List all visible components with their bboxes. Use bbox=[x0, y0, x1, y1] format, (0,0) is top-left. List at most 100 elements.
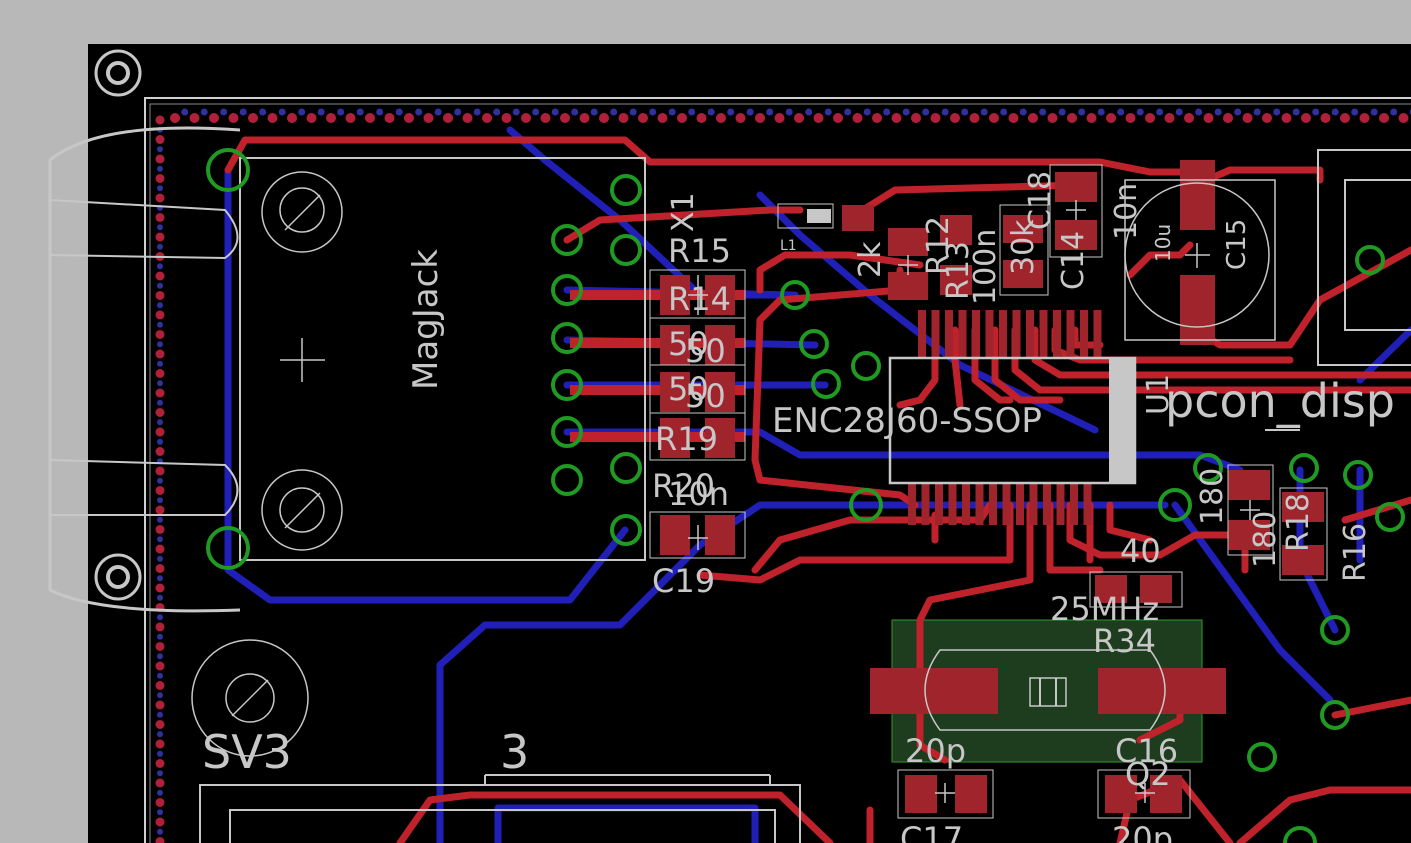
stitch-via bbox=[157, 594, 163, 601]
stitch-via bbox=[454, 108, 462, 116]
stitch-via bbox=[941, 108, 949, 116]
stitch-via bbox=[157, 711, 163, 718]
stitch-via bbox=[696, 113, 707, 123]
stitch-via bbox=[1086, 113, 1097, 123]
stitch-via bbox=[157, 750, 163, 757]
stitch-via bbox=[248, 113, 258, 123]
stitch-via bbox=[774, 113, 785, 123]
stitch-via bbox=[1253, 108, 1261, 116]
stitch-via bbox=[657, 113, 668, 123]
stitch-via bbox=[155, 642, 165, 651]
via-ring bbox=[1193, 453, 1223, 483]
via-ring bbox=[1355, 245, 1385, 275]
stitch-via bbox=[157, 263, 163, 270]
stitch-via bbox=[155, 388, 165, 398]
stitch-via bbox=[1067, 113, 1077, 123]
mounting-holes bbox=[94, 49, 142, 601]
stitch-via bbox=[473, 108, 481, 116]
stitch-via bbox=[805, 108, 813, 116]
stitch-via bbox=[415, 108, 423, 116]
via-ring bbox=[1289, 453, 1319, 483]
via-ring bbox=[610, 234, 642, 266]
via-ring bbox=[551, 224, 583, 256]
stitch-via bbox=[1234, 108, 1242, 116]
label-c15: C15 bbox=[1222, 219, 1252, 270]
ic-pins bbox=[908, 310, 1102, 525]
stitch-via bbox=[872, 113, 882, 123]
label-30k: 30k bbox=[1006, 219, 1041, 275]
ic-pin bbox=[962, 483, 970, 525]
via-ring bbox=[610, 514, 642, 546]
label-100n: 100n bbox=[968, 229, 1003, 305]
stitch-via bbox=[155, 271, 165, 281]
label-r34: R34 bbox=[1093, 622, 1156, 660]
label-c14: C14 bbox=[1056, 231, 1091, 290]
stitch-via bbox=[157, 770, 163, 777]
stitch-via bbox=[157, 789, 163, 796]
stitch-via bbox=[157, 380, 163, 387]
stitch-via bbox=[155, 505, 165, 515]
stitch-via bbox=[157, 321, 163, 328]
stitch-via bbox=[852, 113, 863, 123]
ic-pin bbox=[1093, 310, 1102, 358]
stitch-via bbox=[1145, 113, 1155, 123]
label-l1: L1 bbox=[780, 238, 797, 254]
label-10n-c14: 10n bbox=[1109, 183, 1144, 240]
ic-pin bbox=[1029, 483, 1038, 525]
via-ring bbox=[780, 280, 810, 310]
label-c19: C19 bbox=[652, 562, 715, 600]
stitch-via bbox=[155, 135, 165, 144]
stitch-via bbox=[298, 108, 306, 116]
stitch-via bbox=[1106, 113, 1116, 123]
stitch-via bbox=[155, 778, 165, 788]
stitch-via bbox=[1097, 108, 1105, 116]
stitch-via bbox=[155, 622, 165, 632]
stitch-via bbox=[1340, 113, 1350, 123]
stitch-via bbox=[824, 108, 832, 116]
stitch-via bbox=[259, 108, 267, 116]
stitch-via bbox=[157, 165, 163, 172]
via-ring bbox=[551, 322, 583, 354]
stitch-via bbox=[384, 113, 395, 123]
stitch-via bbox=[155, 427, 165, 437]
stitch-via bbox=[155, 232, 165, 242]
via-ring bbox=[610, 452, 642, 484]
stitch-via bbox=[1008, 113, 1019, 123]
stitch-via bbox=[930, 113, 941, 123]
stitch-via bbox=[157, 302, 163, 309]
stitch-via bbox=[746, 108, 754, 116]
label-25mhz: 25MHz bbox=[1050, 590, 1159, 628]
stitch-via bbox=[155, 583, 165, 593]
ic-pin bbox=[1026, 310, 1034, 358]
stitch-via bbox=[560, 113, 570, 123]
stitch-via bbox=[423, 113, 434, 123]
stitch-via bbox=[157, 419, 163, 426]
stitch-via bbox=[922, 108, 930, 116]
stitch-via bbox=[1292, 108, 1300, 116]
label-20p-c17: 20p bbox=[905, 732, 966, 770]
stitch-via bbox=[1223, 113, 1233, 123]
stitch-via bbox=[155, 759, 165, 768]
stitch-via bbox=[813, 113, 824, 123]
stitch-via bbox=[200, 108, 208, 116]
ic-pin bbox=[931, 310, 940, 358]
stitch-via bbox=[155, 115, 165, 125]
stitch-via bbox=[1078, 108, 1086, 116]
board-inner-outline bbox=[149, 103, 1411, 843]
through-hole-vias bbox=[206, 148, 1405, 843]
label-50b: 50 bbox=[685, 332, 726, 370]
stitch-via bbox=[629, 108, 637, 116]
stitch-via bbox=[157, 633, 163, 640]
stitch-via bbox=[883, 108, 891, 116]
stitch-via bbox=[155, 544, 165, 554]
label-x1: X1 bbox=[666, 192, 701, 232]
stitch-via bbox=[345, 113, 356, 123]
stitch-via bbox=[618, 113, 629, 123]
label-180b: 180 bbox=[1248, 511, 1283, 568]
stitch-via bbox=[157, 341, 163, 348]
stitch-via bbox=[157, 692, 163, 699]
stitch-via bbox=[1164, 113, 1175, 123]
ic-pin bbox=[1039, 310, 1048, 358]
stitch-via bbox=[462, 113, 473, 123]
